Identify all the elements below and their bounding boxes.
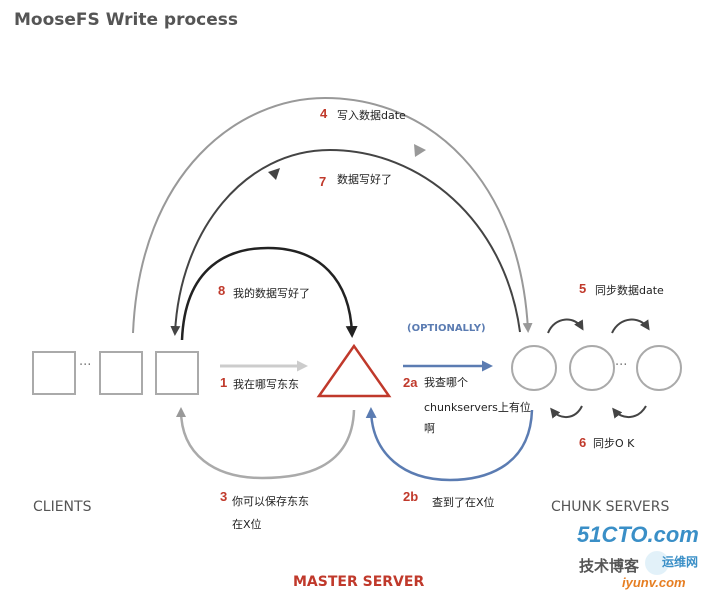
watermark-sub: 技术博客 — [579, 558, 640, 575]
chunk-servers-ellipsis: ··· — [615, 358, 628, 373]
chunk-server-circle-2 — [569, 345, 615, 391]
arrow-step-5-a — [547, 318, 584, 334]
arrow-step-2b — [365, 407, 534, 482]
arrow-step-6-a — [550, 405, 583, 419]
step-2a-number: 2a — [403, 375, 418, 390]
clients-label: CLIENTS — [33, 499, 92, 515]
step-2a-text-line2: chunkservers上有位 — [424, 401, 531, 414]
step-2b-number: 2b — [403, 489, 419, 504]
step-4-text: 写入数据date — [337, 109, 406, 122]
watermark-globe-icon — [645, 551, 669, 575]
arrow-step-8 — [180, 246, 358, 341]
chunk-servers-label: CHUNK SERVERS — [551, 499, 670, 515]
chunk-server-circle-3 — [636, 345, 682, 391]
arrow-step-7-mid-head — [268, 168, 280, 180]
master-server-label: MASTER SERVER — [293, 574, 425, 590]
step-6-text: 同步O K — [593, 437, 635, 450]
arrow-step-4 — [132, 96, 533, 334]
step-8-number: 8 — [218, 283, 226, 298]
step-1-number: 1 — [220, 375, 228, 390]
step-6-number: 6 — [579, 435, 587, 450]
arrow-step-6-b — [612, 405, 647, 419]
step-4-number: 4 — [320, 106, 328, 121]
client-box-2 — [99, 351, 143, 395]
optionally-label: (OPTIONALLY) — [407, 323, 486, 334]
step-1-text: 我在哪写东东 — [233, 378, 299, 391]
step-3-text-line1: 你可以保存东东 — [232, 495, 309, 508]
step-2b-text: 查到了在X位 — [432, 496, 495, 509]
step-2a-text-line3: 啊 — [424, 422, 435, 435]
page-title: MooseFS Write process — [14, 10, 239, 30]
step-3-text-line2: 在X位 — [232, 518, 262, 531]
arrow-step-7 — [170, 148, 521, 336]
client-box-1 — [32, 351, 76, 395]
step-8-text: 我的数据写好了 — [233, 287, 310, 300]
step-7-number: 7 — [319, 174, 327, 189]
master-server-triangle — [316, 343, 392, 398]
arrow-step-3 — [176, 407, 356, 480]
chunk-server-circle-1 — [511, 345, 557, 391]
step-2a-text-line1: 我查哪个 — [424, 376, 468, 389]
watermark-url: iyunv.com — [622, 575, 686, 590]
step-7-text: 数据写好了 — [337, 173, 392, 186]
clients-ellipsis: ··· — [79, 358, 92, 373]
step-5-text: 同步数据date — [595, 284, 664, 297]
client-box-3 — [155, 351, 199, 395]
step-5-number: 5 — [579, 281, 587, 296]
watermark-site: 51CTO.com — [577, 522, 699, 547]
watermark-brand: 运维网 — [662, 555, 699, 569]
arrow-step-4-mid-head — [414, 144, 426, 157]
arrow-step-5-b — [611, 318, 650, 334]
step-3-number: 3 — [220, 489, 228, 504]
